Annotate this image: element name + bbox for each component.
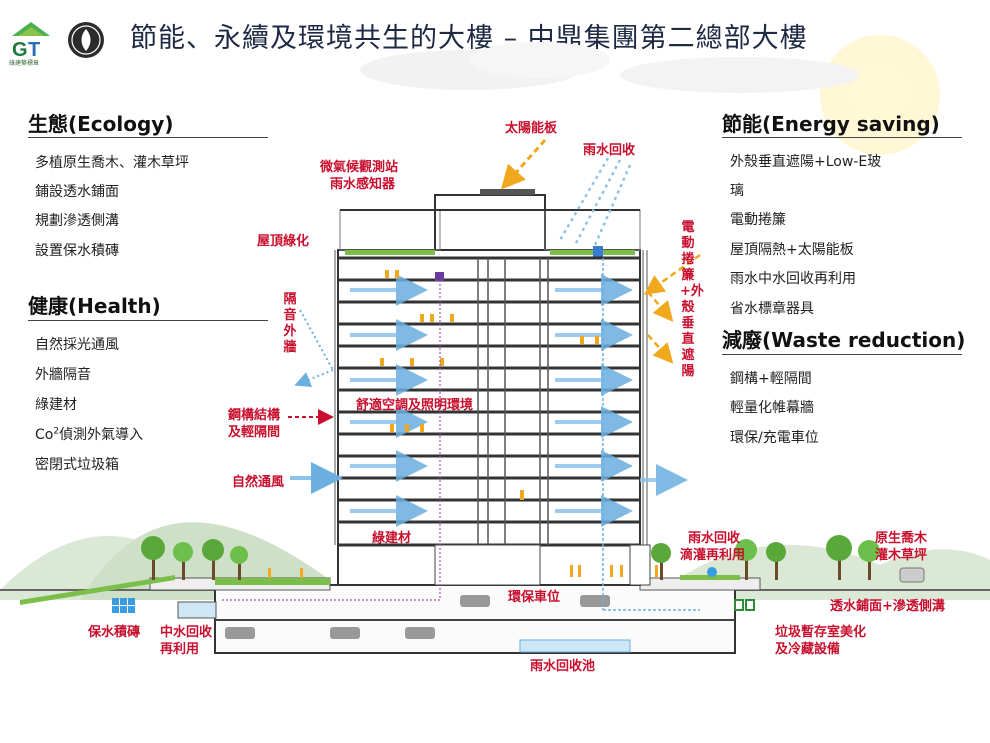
garbage-bins-icon — [734, 599, 755, 611]
waste-heading: 減廢(Waste reduction) — [722, 328, 966, 352]
ecology-item: 鋪設透水鋪面 — [35, 184, 119, 200]
label-electric-blind: 電動捲簾+外殼垂直遮陽 — [680, 220, 704, 379]
label-rain-collect: 雨水回收 — [583, 143, 636, 158]
health-heading: 健康(Health) — [28, 294, 161, 318]
ecology-item: 多植原生喬木、灌木草坪 — [35, 155, 189, 171]
energy-divider — [722, 137, 962, 138]
sprinkler-icon — [707, 567, 717, 577]
roof-structure — [434, 194, 546, 251]
label-weather-station: 微氣候觀測站 — [320, 160, 399, 175]
label-native-trees-1: 原生喬木 — [875, 531, 928, 546]
label-rain-pool: 雨水回收池 — [530, 659, 596, 674]
label-rain-drip-2: 滴灌再利用 — [680, 548, 746, 563]
ecology-item: 設置保水積磚 — [35, 243, 119, 259]
waste-divider — [722, 354, 962, 355]
energy-item: 屋頂隔熱+太陽能板 — [730, 242, 854, 258]
label-greywater-2: 再利用 — [160, 642, 200, 657]
waste-item: 環保/充電車位 — [730, 430, 819, 446]
health-item-co2: Co2偵測外氣導入 — [35, 426, 144, 443]
label-steel-structure: 鋼構結構 — [228, 408, 281, 423]
label-garbage-2: 及冷藏設備 — [775, 642, 841, 657]
label-rain-drip-1: 雨水回收 — [688, 531, 741, 546]
label-light-partition: 及輕隔間 — [228, 425, 281, 440]
health-item: 外牆隔音 — [35, 367, 91, 383]
energy-item: 省水標章器具 — [730, 301, 814, 317]
green-building-logo: G T — [8, 20, 54, 60]
greywater-tank — [177, 601, 217, 619]
bus-icon — [899, 567, 925, 583]
solar-panel — [480, 189, 535, 195]
label-solar: 太陽能板 — [505, 121, 558, 136]
trees-left — [141, 536, 248, 580]
label-native-trees-2: 灌木草坪 — [875, 548, 928, 563]
label-soundproof-wall: 隔音外牆 — [283, 292, 297, 355]
label-comfort-ac: 舒適空調及照明環境 — [356, 398, 474, 413]
energy-item: 外殼垂直遮陽+Low-E玻 — [730, 154, 882, 170]
rain-pool — [519, 639, 631, 653]
energy-item: 璃 — [730, 183, 744, 199]
water-brick-icon — [112, 598, 135, 613]
label-green-material: 綠建材 — [372, 531, 412, 546]
logo-caption: 綠建築標章 — [9, 60, 40, 67]
health-divider — [28, 320, 268, 321]
waste-item: 輕量化帷幕牆 — [730, 400, 814, 416]
leed-seal-icon — [66, 20, 112, 60]
svg-text:G: G — [12, 39, 28, 60]
energy-item: 電動捲簾 — [730, 212, 786, 228]
label-roof-green: 屋頂綠化 — [257, 234, 310, 249]
ecology-heading: 生態(Ecology) — [28, 112, 174, 136]
label-natural-vent: 自然通風 — [232, 475, 285, 490]
tower — [337, 249, 641, 586]
label-garbage-1: 垃圾暫存室美化 — [775, 625, 867, 640]
label-greywater-1: 中水回收 — [160, 625, 213, 640]
label-permeable: 透水鋪面+滲透側溝 — [830, 599, 945, 614]
label-water-brick: 保水積磚 — [88, 625, 141, 640]
trees-right — [651, 535, 880, 580]
health-item: 密閉式垃圾箱 — [35, 457, 119, 473]
energy-heading: 節能(Energy saving) — [722, 112, 940, 136]
label-rain-sensor: 雨水感知器 — [330, 177, 396, 192]
ecology-divider — [28, 137, 268, 138]
health-item: 綠建材 — [35, 397, 77, 413]
health-item: 自然採光通風 — [35, 337, 119, 353]
energy-item: 雨水中水回收再利用 — [730, 271, 856, 287]
ecology-item: 規劃滲透側溝 — [35, 213, 119, 229]
svg-text:T: T — [28, 39, 40, 60]
page-title: 節能、永續及環境共生的大樓 – 中鼎集團第二總部大樓 — [130, 23, 808, 54]
waste-item: 鋼構+輕隔間 — [730, 371, 812, 387]
label-eco-parking: 環保車位 — [508, 590, 561, 605]
